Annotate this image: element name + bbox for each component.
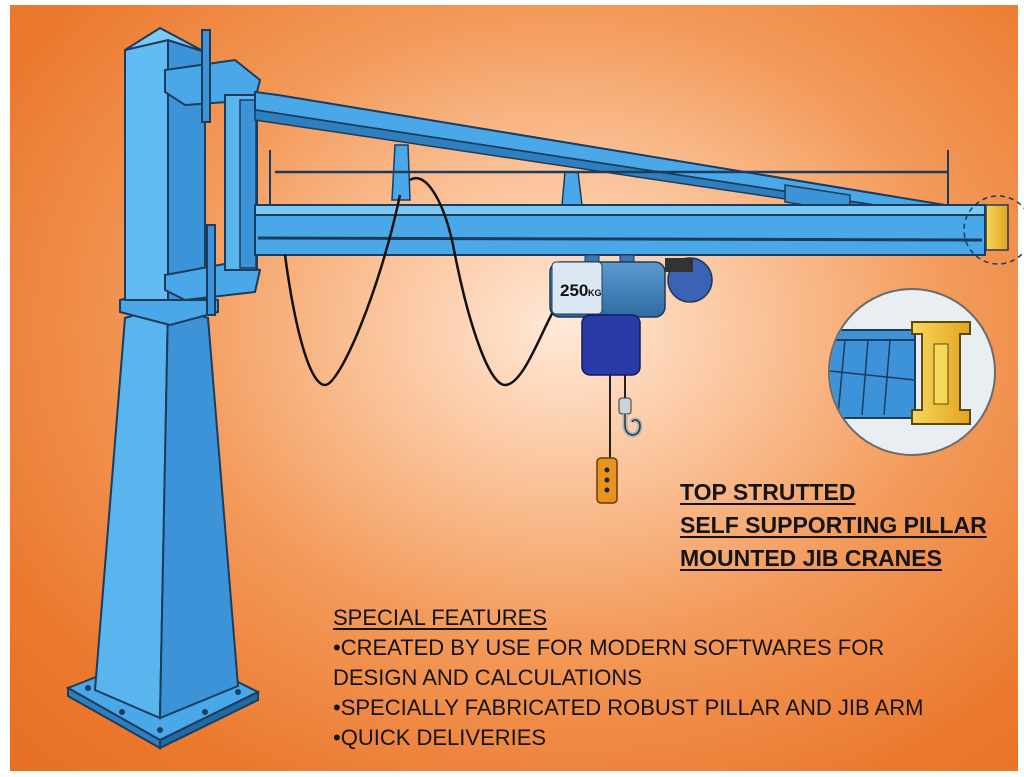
lower-pillar: [93, 303, 240, 720]
feature-item: •QUICK DELIVERIES: [333, 725, 547, 750]
festoon-guide-wire: [269, 150, 949, 205]
slewing-brackets: [164, 29, 262, 316]
hoist-capacity-unit: KG: [588, 288, 602, 298]
feature-item: •SPECIALLY FABRICATED ROBUST PILLAR AND …: [333, 695, 924, 720]
features-heading: SPECIAL FEATURES: [333, 605, 547, 630]
upper-pillar: [124, 26, 206, 301]
electric-hoist-icon: 250 KG: [549, 254, 713, 470]
title-line-1: TOP STRUTTED: [680, 479, 856, 505]
jib-arm: [254, 204, 986, 256]
hook-icon: [618, 397, 643, 438]
rail-end-profile: [963, 195, 1024, 265]
product-title: TOP STRUTTED SELF SUPPORTING PILLAR MOUN…: [680, 476, 987, 575]
pendant-control-icon: [596, 457, 618, 504]
rail-profile-zoom-icon: [828, 288, 996, 456]
top-strut: [254, 90, 947, 223]
hoist-capacity-label: 250: [560, 281, 588, 300]
feature-item: •CREATED BY USE FOR MODERN SOFTWARES FOR: [333, 635, 885, 660]
feature-item: DESIGN AND CALCULATIONS: [333, 665, 642, 690]
title-line-2: SELF SUPPORTING PILLAR: [680, 512, 987, 538]
title-line-3: MOUNTED JIB CRANES: [680, 545, 942, 571]
special-features: SPECIAL FEATURES •CREATED BY USE FOR MOD…: [333, 603, 923, 753]
